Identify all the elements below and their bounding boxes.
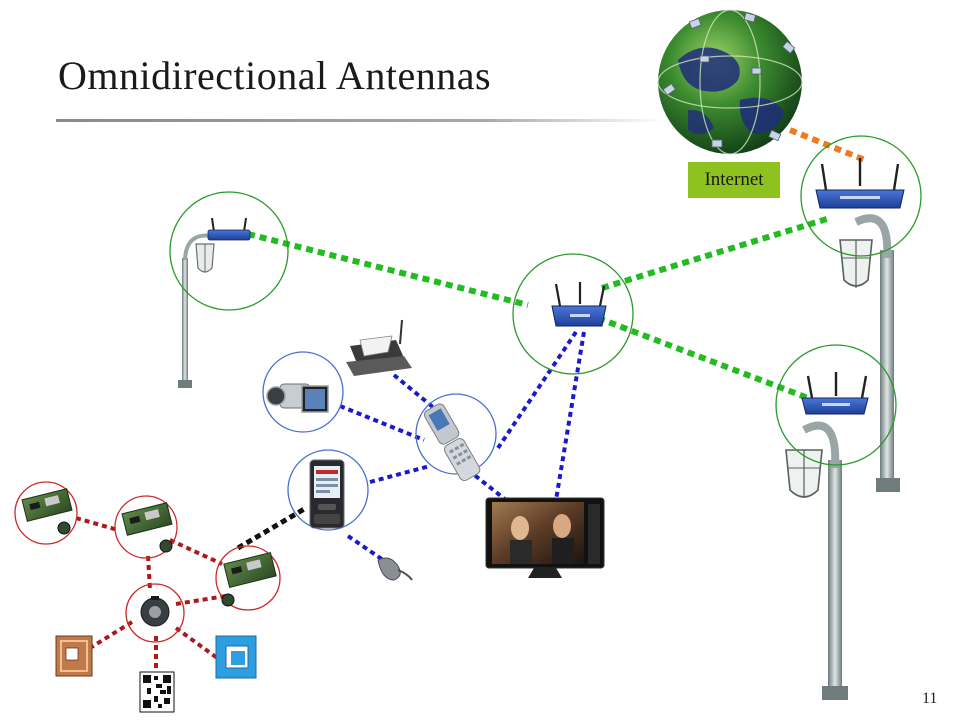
link-router-to-flip-phone	[496, 330, 578, 450]
sensor-node-icon	[125, 583, 185, 643]
link-hub-to-nfc-card	[174, 626, 222, 662]
slide-title: Omnidirectional Antennas	[58, 53, 492, 98]
flip-phone-icon	[415, 393, 497, 482]
link-center-router-to-upper-right-router	[601, 215, 831, 291]
rfid-tag-icon	[55, 635, 93, 677]
nfc-card-icon	[215, 635, 257, 679]
link-router-to-tv	[554, 331, 586, 501]
street-lamp-icon	[178, 233, 215, 388]
link-sensor-b-to-sensor-c	[169, 538, 223, 566]
link-hub-to-rfid-tag	[88, 620, 134, 650]
router-range-center	[512, 253, 634, 375]
router-range-upper-right	[800, 135, 922, 257]
headset-icon	[377, 557, 413, 581]
sensor-board-icon	[215, 545, 281, 611]
link-printer-to-flip-phone	[392, 373, 436, 410]
title-rule	[56, 119, 666, 122]
street-lamp-icon	[785, 421, 848, 700]
page-number: 11	[922, 690, 938, 707]
sensor-board-icon	[114, 495, 178, 559]
link-smartphone-to-flip-phone	[369, 464, 431, 484]
sensor-mesh-links	[75, 516, 227, 672]
internet-label: Internet	[688, 162, 780, 198]
router-range-lower-right	[775, 344, 897, 466]
wireless-router-icon	[551, 282, 607, 327]
link-internet-uplink	[788, 127, 867, 163]
link-sensor-a-to-sensor-b	[75, 516, 119, 532]
link-hub-to-sensor-c	[175, 594, 227, 606]
sensor-board-icon	[14, 481, 78, 545]
camcorder-icon	[262, 351, 344, 433]
flat-tv-icon	[485, 497, 605, 578]
wireless-router-icon	[801, 372, 869, 415]
wifi-backbone-links	[247, 215, 831, 401]
street-lamp-icon	[839, 214, 900, 492]
router-range-left	[169, 191, 289, 311]
personal-area-links	[339, 330, 586, 564]
wireless-router-icon	[815, 158, 905, 209]
link-sensor-gateway-to-smartphone	[236, 505, 308, 551]
globe-icon	[657, 9, 803, 155]
link-left-lamp-to-center-router	[247, 231, 529, 308]
link-flip-phone-to-tv	[466, 468, 508, 502]
qr-code-icon	[139, 671, 175, 713]
printer-icon	[346, 319, 412, 376]
smartphone-icon	[287, 449, 369, 531]
wireless-router-icon	[207, 217, 251, 241]
link-smartphone-to-headset	[346, 534, 388, 564]
link-camcorder-to-flip-phone	[339, 404, 425, 442]
link-center-router-to-lower-right-router	[596, 315, 810, 401]
